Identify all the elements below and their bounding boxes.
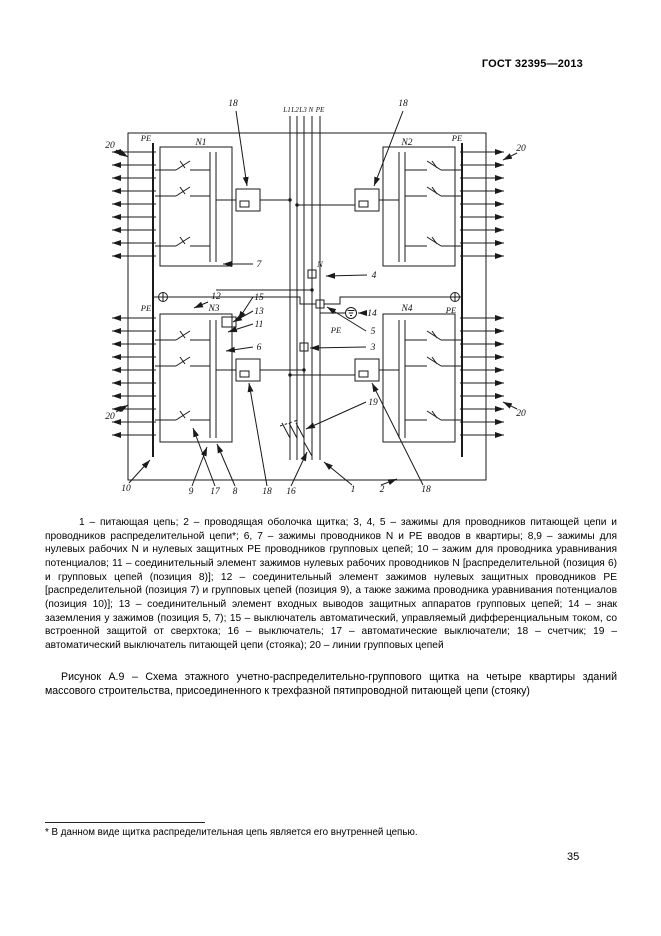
riser-label-l3: L3 [298, 106, 307, 114]
riser-label-l2: L2 [290, 106, 299, 114]
callout-4: 4 [372, 271, 377, 281]
callout-18-bottom-left: 18 [262, 487, 272, 497]
callout-19: 19 [368, 398, 378, 408]
figure-a9-schematic: L1 L2 L3 N PE PE PE PE PE N PE N1 N2 N3 … [105, 99, 526, 497]
pe-label-bottom-right: PE [445, 305, 457, 315]
callout-20-right-top: 20 [516, 144, 526, 154]
callout-17: 17 [210, 487, 221, 497]
schematic-lines [112, 110, 518, 487]
diagram-labels: L1 L2 L3 N PE PE PE PE PE N PE N1 N2 N3 … [105, 99, 526, 497]
callout-16: 16 [286, 487, 296, 497]
callout-20-right-bottom: 20 [516, 409, 526, 419]
pe-label-bottom-left: PE [140, 303, 152, 313]
group-lines-apartment-4 [460, 315, 504, 438]
riser-label-l1: L1 [282, 106, 290, 114]
callout-20-left-top: 20 [105, 141, 115, 151]
callout-7: 7 [257, 260, 263, 270]
callout-leader-lines [115, 110, 518, 487]
group-lines-apartment-3 [112, 315, 156, 438]
group-lines-apartment-2 [460, 149, 504, 259]
supply-terminal-block [153, 269, 462, 352]
riser-label-n: N [308, 106, 314, 114]
callout-6: 6 [257, 343, 262, 353]
apartment-4-circuit [288, 313, 462, 443]
callout-15: 15 [254, 293, 264, 303]
callout-18-bottom-right: 18 [421, 485, 431, 495]
meter-apartment-1 [235, 188, 261, 212]
meter-label-n2: N2 [400, 138, 412, 148]
terminal-n [307, 269, 317, 279]
panel-enclosure-outline [127, 132, 487, 481]
document-header: ГОСТ 32395—2013 [481, 58, 583, 70]
riser-label-pe: PE [315, 106, 325, 114]
switch-16 [303, 441, 313, 457]
apartment-3-circuit [155, 313, 306, 443]
footnote-rule [45, 822, 205, 823]
terminal-phase [299, 342, 309, 352]
callout-11: 11 [255, 320, 264, 330]
apartment-1-circuit [155, 146, 292, 267]
group-lines-apartment-1 [112, 149, 156, 259]
callout-14: 14 [367, 309, 377, 319]
page-number: 35 [567, 851, 580, 863]
callout-9: 9 [189, 487, 194, 497]
figure-caption: Рисунок А.9 – Схема этажного учетно-расп… [45, 671, 617, 698]
callout-13: 13 [254, 307, 264, 317]
meter-apartment-2 [354, 188, 380, 212]
callout-2: 2 [380, 485, 385, 495]
callout-18-top-left: 18 [228, 99, 238, 109]
callout-5: 5 [371, 327, 376, 337]
meter-label-n1: N1 [194, 138, 206, 148]
callout-8: 8 [233, 487, 238, 497]
callout-18-top-right: 18 [398, 99, 408, 109]
meter-apartment-3 [235, 358, 261, 382]
n-label-center: N [316, 259, 324, 269]
callout-3: 3 [370, 343, 376, 353]
callout-1: 1 [351, 485, 356, 495]
supply-breaker-19 [279, 419, 305, 439]
pe-label-center: PE [330, 325, 342, 335]
meter-label-n3: N3 [207, 304, 219, 314]
footnote-text: * В данном виде щитка распределительная … [45, 827, 418, 838]
callout-20-left-bottom: 20 [105, 412, 115, 422]
supply-riser-lines [289, 116, 321, 460]
meter-apartment-4 [354, 358, 380, 382]
meter-label-n4: N4 [400, 304, 412, 314]
callout-12: 12 [211, 292, 221, 302]
callout-10: 10 [121, 484, 131, 494]
pe-label-top-left: PE [140, 133, 152, 143]
pe-label-top-right: PE [451, 133, 463, 143]
apartment-2-circuit [295, 146, 462, 267]
figure-legend: 1 – питающая цепь; 2 – проводящая оболоч… [45, 517, 617, 652]
